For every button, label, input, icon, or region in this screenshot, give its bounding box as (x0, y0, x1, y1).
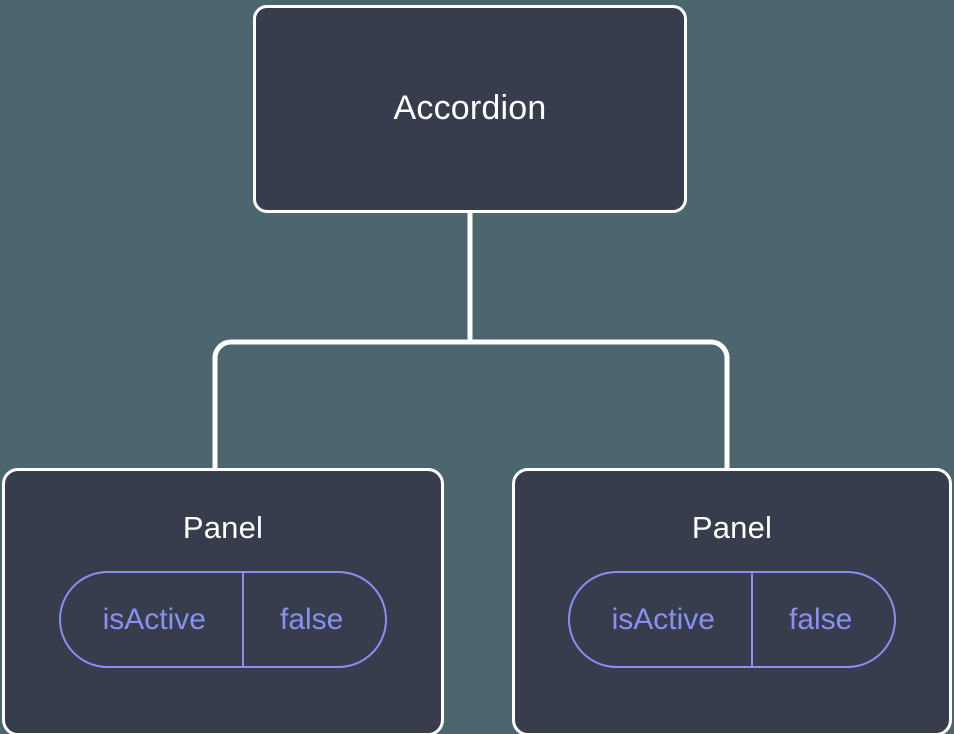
node-panel-1-label: Panel (182, 510, 264, 545)
node-panel-2-label: Panel (691, 510, 773, 545)
prop-value-isactive: false (279, 602, 344, 636)
node-accordion[interactable]: Accordion (253, 5, 687, 213)
prop-key-isactive: isActive (570, 573, 753, 667)
prop-key-isactive: isActive (61, 573, 244, 667)
prop-pill-panel-2[interactable]: isActive false (567, 571, 897, 669)
node-panel-1[interactable]: Panel isActive false (2, 468, 444, 734)
connector-branch-left (212, 339, 470, 470)
prop-value-isactive: false (788, 602, 853, 636)
connector-branch-right (470, 339, 730, 470)
node-accordion-label: Accordion (393, 89, 547, 128)
prop-pill-panel-1[interactable]: isActive false (58, 571, 388, 669)
node-panel-2[interactable]: Panel isActive false (512, 468, 952, 734)
